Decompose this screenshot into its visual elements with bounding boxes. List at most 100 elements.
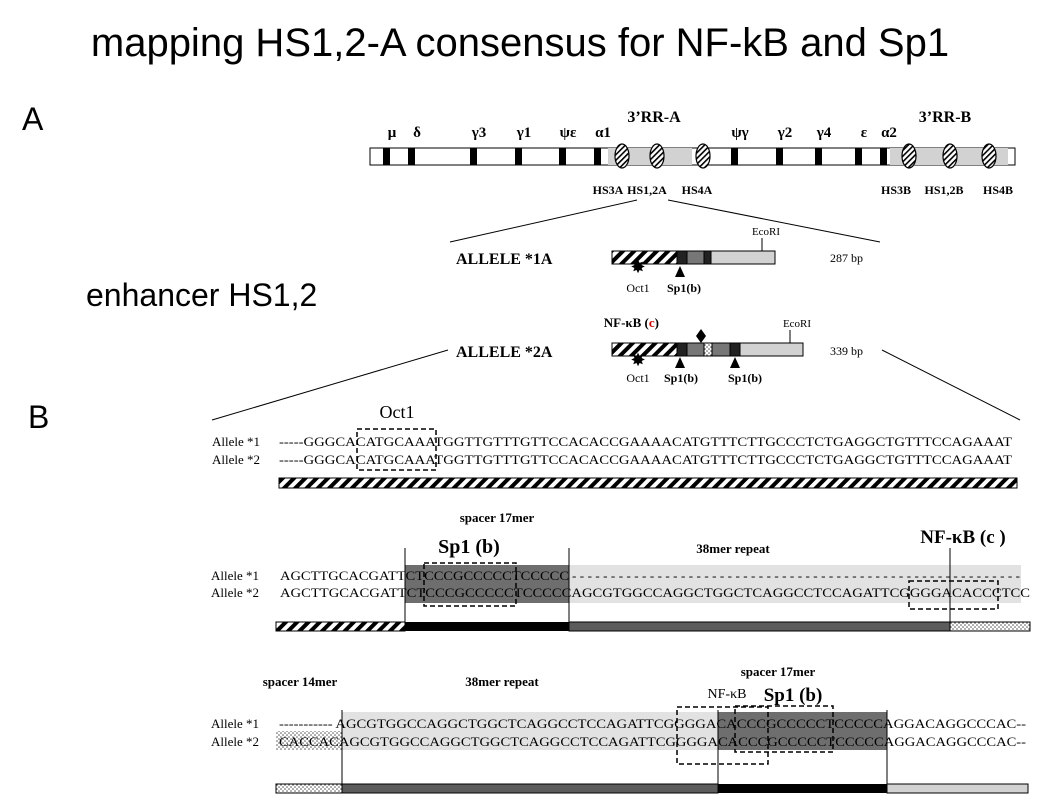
allele-1-label: Allele *1 xyxy=(212,434,260,449)
gene-blocks xyxy=(383,148,887,165)
spacer-14mer-label: spacer 14mer xyxy=(263,674,338,689)
allele-2a-sp1-right: Sp1(b) xyxy=(728,371,762,385)
hs-element-icon xyxy=(981,143,997,169)
gene-segment xyxy=(815,148,822,165)
hs-element-icon xyxy=(942,143,958,169)
allele-1a-sp1: Sp1(b) xyxy=(667,281,701,295)
sp1-spacer-highlight xyxy=(718,712,887,750)
nfkb-box xyxy=(676,706,769,765)
allele-1-label: Allele *1 xyxy=(211,568,259,583)
enhancer-label: enhancer HS1,2 xyxy=(86,277,317,313)
hs-label: HS3B xyxy=(881,183,911,197)
nfkb-diamond-icon xyxy=(696,329,706,343)
allele-2a-nfkb-label: NF-κB (c) xyxy=(604,315,659,330)
gene-segment xyxy=(383,148,390,165)
nfkb-box xyxy=(908,580,999,610)
gene-label: ψγ xyxy=(731,125,748,141)
spacer-14mer-highlight xyxy=(276,731,342,750)
allele-1a-ecori: EcoRI xyxy=(752,226,780,238)
gene-label: γ4 xyxy=(816,125,832,141)
allele-2a-diagram: NF-κB (c) ALLELE *2A EcoRI 339 bp ✸ Oct1… xyxy=(456,315,863,385)
allele-2-label: Allele *2 xyxy=(212,452,260,467)
gene-label: γ2 xyxy=(777,125,793,141)
gene-segment xyxy=(880,148,887,165)
repeat-highlight xyxy=(569,565,1021,603)
hs-label: HS4B xyxy=(983,183,1013,197)
sp1-label: Sp1 (b) xyxy=(764,685,823,706)
repeat-38mer-label: 38mer repeat xyxy=(696,541,770,556)
sequence-block-1: Oct1 Allele *1 Allele *2 -----GGGCACATGC… xyxy=(212,402,1018,489)
hs-label: HS4A xyxy=(682,183,713,197)
hs-element-icon xyxy=(614,143,630,169)
spacer-17mer-label: spacer 17mer xyxy=(460,510,535,525)
allele-2-sequence: -----GGGCACATGCAAATGGTTGTTTGTTCCACACCGAA… xyxy=(279,452,1012,467)
gene-segment xyxy=(515,148,522,165)
sp1-box xyxy=(734,705,834,753)
rr-b-label: 3’RR-B xyxy=(919,109,972,126)
gene-label: α2 xyxy=(881,125,897,141)
sp1-box xyxy=(423,562,517,607)
hs-elements xyxy=(614,143,997,169)
oct1-box xyxy=(356,428,437,471)
panel-b-label: B xyxy=(28,399,49,435)
gene-segment xyxy=(776,148,783,165)
allele-2-label: Allele *2 xyxy=(211,585,259,600)
sp1-spacer-highlight xyxy=(405,565,569,603)
expansion-line-right-b xyxy=(881,349,1021,421)
block1-bar xyxy=(278,477,1018,489)
repeat-highlight xyxy=(342,712,718,750)
oct1-label: Oct1 xyxy=(380,402,415,422)
hs-label: HS1,2B xyxy=(924,183,963,197)
allele-1-sequence: ----------- AGCGTGGCCAGGCTGGCTCAGGCCTCCA… xyxy=(279,716,1026,731)
gene-label: α1 xyxy=(595,125,611,141)
hs-element-icon xyxy=(649,143,665,169)
sp1-label: Sp1 (b) xyxy=(438,536,500,558)
oct1-star-icon: ✸ xyxy=(630,257,645,277)
allele-1-sequence: -----GGGCACATGCAAATGGTTGTTTGTTCCACACCGAA… xyxy=(279,434,1012,449)
allele-2-sequence: CACCACAGCGTGGCCAGGCTGGCTCAGGCCTCCAGATTCG… xyxy=(279,734,1026,749)
rr-a-label: 3’RR-A xyxy=(627,109,681,126)
hs-label: HS3A xyxy=(593,183,624,197)
nfkb-c-label: NF-κB (c ) xyxy=(920,527,1005,548)
sp1-triangle-icon xyxy=(675,357,685,368)
gene-label: γ1 xyxy=(516,125,532,141)
gene-label: μ xyxy=(388,125,397,141)
allele-1a-size: 287 bp xyxy=(830,251,863,265)
expansion-line-left xyxy=(449,199,638,243)
hs-element-icon xyxy=(695,143,711,169)
allele-1a-diagram: ALLELE *1A EcoRI 287 bp ✸ Oct1 Sp1(b) xyxy=(456,226,863,295)
oct1-star-icon: ✸ xyxy=(630,350,645,370)
gene-segment xyxy=(408,148,415,165)
gene-segment xyxy=(470,148,477,165)
expansion-line-left-b xyxy=(211,349,449,421)
allele-2a-name: ALLELE *2A xyxy=(456,344,553,361)
sp1-triangle-icon xyxy=(730,357,740,368)
gene-segment xyxy=(855,148,862,165)
allele-1a-oct1: Oct1 xyxy=(626,281,649,295)
page-title: mapping HS1,2-A consensus for NF-kB and … xyxy=(91,21,949,65)
allele-2a-size: 339 bp xyxy=(830,344,863,358)
hs-element-icon xyxy=(901,143,917,169)
gene-label: δ xyxy=(413,125,421,141)
gene-segment xyxy=(559,148,566,165)
spacer-17mer-label: spacer 17mer xyxy=(741,664,816,679)
allele-2a-ecori: EcoRI xyxy=(783,318,811,330)
panel-a-label: A xyxy=(22,101,44,137)
gene-label: γ3 xyxy=(471,125,487,141)
allele-1-label: Allele *1 xyxy=(211,716,259,731)
allele-1a-name: ALLELE *1A xyxy=(456,251,553,268)
allele-2a-sp1-left: Sp1(b) xyxy=(664,371,698,385)
expansion-line-right xyxy=(667,199,881,243)
gene-label: ε xyxy=(861,125,868,141)
nfkb-label: NF-κB xyxy=(708,687,747,702)
gene-segment xyxy=(731,148,738,165)
sequence-block-2: spacer 17mer Sp1 (b) 38mer repeat NF-κB … xyxy=(211,510,1031,632)
allele-2a-oct1: Oct1 xyxy=(626,371,649,385)
repeat-38mer-label: 38mer repeat xyxy=(465,674,539,689)
sp1-triangle-icon xyxy=(675,266,685,277)
gene-segment xyxy=(594,148,601,165)
hs-label: HS1,2A xyxy=(627,183,667,197)
